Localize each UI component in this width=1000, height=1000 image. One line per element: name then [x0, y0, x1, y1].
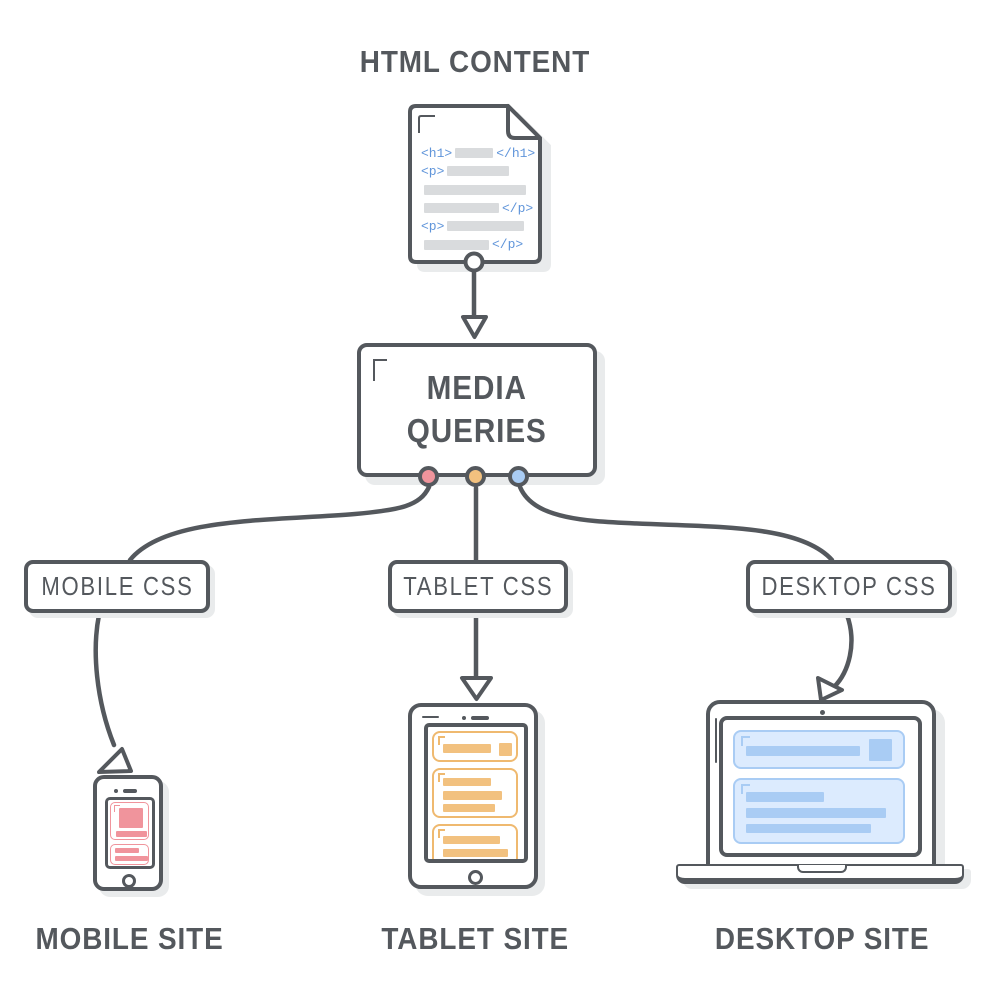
code-text-bar: [424, 239, 489, 250]
tablet-body: [408, 703, 538, 889]
content-card: [432, 768, 518, 818]
code-text-bar: [455, 148, 494, 159]
desktop-site-label: DESKTOP SITE: [714, 921, 930, 956]
laptop-icon: [676, 700, 966, 895]
desktop-css-box: DESKTOP CSS: [746, 560, 952, 613]
corner-mark: [741, 784, 750, 794]
media-queries-label: MEDIA QUERIES: [406, 369, 547, 449]
content-bar: [746, 808, 886, 818]
tablet-dot: [465, 466, 486, 487]
content-block: [869, 739, 892, 761]
corner-mark: [114, 805, 120, 812]
corner-mark: [741, 736, 750, 746]
content-bar: [115, 848, 139, 853]
trackpad-notch-icon: [797, 865, 847, 873]
content-bar: [443, 849, 508, 857]
mobile-phone-icon: [93, 775, 173, 900]
mobile-dot: [418, 466, 439, 487]
code-open-tag: <h1>: [421, 145, 453, 161]
desktop-dot: [508, 466, 529, 487]
content-card: [432, 824, 518, 859]
content-bar: [746, 792, 824, 802]
arrow-down-icon: [460, 676, 493, 701]
laptop-screen: [719, 716, 922, 857]
content-card: [110, 802, 149, 840]
code-line: [421, 181, 541, 199]
content-card: [432, 731, 518, 762]
content-card: [733, 730, 905, 769]
code-close-tag: </p>: [502, 200, 534, 216]
page-title: HTML CONTENT: [359, 44, 591, 79]
laptop-base: [676, 864, 964, 884]
code-close-tag: </p>: [492, 237, 524, 253]
html-document-icon: <h1> </h1> <p> </p> <p> </p>: [405, 101, 565, 286]
content-bar: [116, 831, 147, 837]
tablet-css-box: TABLET CSS: [388, 560, 568, 613]
bezel-mark: [422, 716, 439, 718]
media-queries-box: MEDIA QUERIES: [357, 343, 597, 477]
code-line: </p>: [421, 199, 541, 217]
content-bar: [443, 791, 502, 800]
speaker-bar-icon: [123, 789, 137, 793]
content-card: [110, 844, 149, 865]
code-line: <h1> </h1>: [421, 144, 541, 162]
connector-node-icon: [463, 251, 485, 273]
content-block: [119, 808, 143, 828]
corner-mark: [438, 736, 445, 745]
code-line: <p>: [421, 217, 541, 235]
corner-mark: [438, 773, 445, 782]
code-open-tag: <p>: [421, 218, 445, 234]
home-button-icon: [122, 874, 136, 888]
content-bar: [115, 856, 148, 861]
code-line: <p>: [421, 162, 541, 180]
content-card: [733, 778, 905, 844]
code-text-bar: [447, 221, 525, 232]
arrow-down-icon: [461, 315, 488, 339]
mobile-site-label: MOBILE SITE: [35, 921, 225, 956]
arrow-down-left-icon: [97, 747, 133, 774]
bezel-mark: [715, 718, 717, 763]
phone-body: [93, 775, 163, 891]
content-bar: [443, 778, 491, 786]
home-button-icon: [468, 870, 483, 885]
camera-dot-icon: [820, 710, 825, 715]
document-fold-corner: [506, 104, 542, 140]
mobile-css-label: MOBILE CSS: [40, 571, 194, 601]
tablet-css-label: TABLET CSS: [402, 571, 554, 601]
content-bar: [443, 804, 495, 812]
mobile-css-box: MOBILE CSS: [24, 560, 210, 613]
content-block: [499, 743, 512, 756]
corner-mark: [418, 115, 435, 133]
tablet-site-label: TABLET SITE: [381, 921, 569, 956]
code-text-bar: [424, 184, 526, 195]
corner-mark: [373, 359, 387, 381]
content-bar: [746, 746, 860, 756]
content-bar: [443, 836, 500, 844]
desktop-css-label: DESKTOP CSS: [761, 571, 937, 601]
content-bar: [746, 824, 871, 833]
media-to-mobile-curve: [127, 484, 432, 563]
code-open-tag: <p>: [421, 163, 445, 179]
corner-mark: [438, 829, 445, 838]
code-close-tag: </h1>: [496, 145, 536, 161]
content-bar: [443, 744, 491, 753]
speaker-dot-icon: [114, 789, 118, 793]
code-text-bar: [424, 203, 499, 214]
tablet-icon: [408, 703, 548, 898]
tablet-screen: [424, 723, 528, 863]
phone-screen: [105, 797, 155, 869]
code-text-bar: [447, 166, 510, 177]
speaker-bar-icon: [471, 716, 489, 720]
code-line: </p>: [421, 235, 541, 253]
document-code: <h1> </h1> <p> </p> <p> </p>: [421, 144, 541, 254]
mobilecss-to-phone-curve: [93, 612, 117, 748]
media-to-desktop-curve: [517, 484, 835, 563]
camera-dot-icon: [462, 716, 466, 720]
desktopcss-to-laptop-curve: [831, 612, 854, 690]
arrow-down-left-icon: [816, 676, 844, 702]
laptop-screen-bezel: [706, 700, 936, 868]
